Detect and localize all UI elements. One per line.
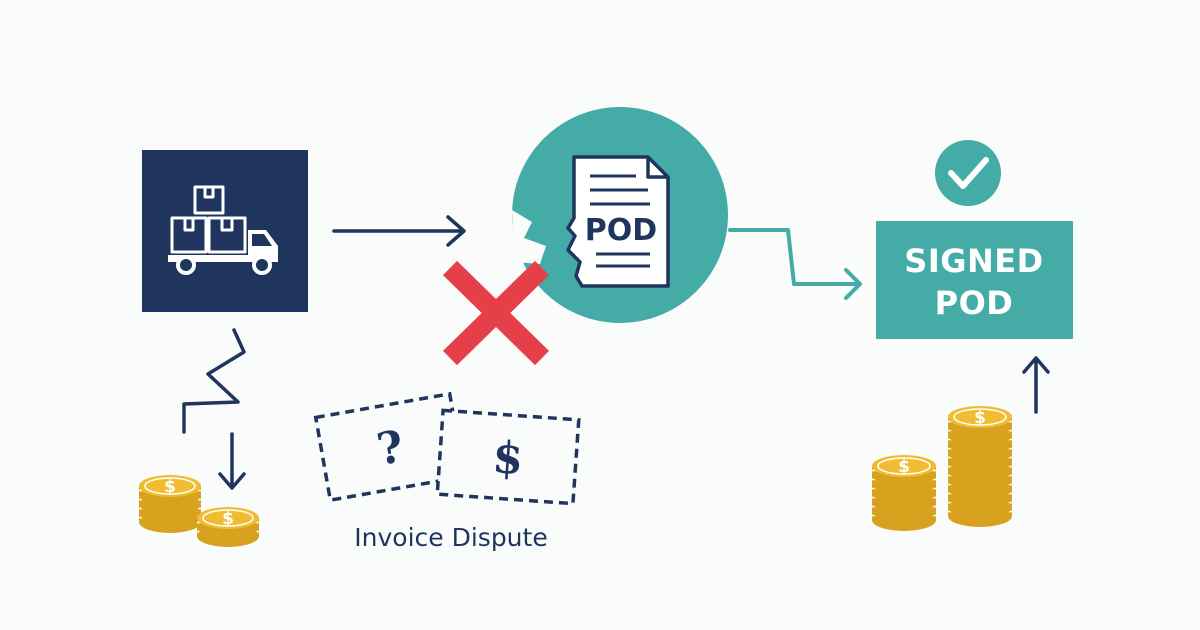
delivery-truck-box [142, 150, 308, 312]
coin-dollar-sign: $ [222, 509, 234, 529]
arrow-to-pod [332, 215, 466, 247]
checkmark-badge [935, 140, 1001, 206]
arrow-to-signed-pod [728, 228, 862, 300]
signed-pod-box: SIGNED POD [876, 140, 1073, 339]
question-bill-icon: ? [313, 391, 467, 503]
coin-stack-small-left: $$ [139, 475, 259, 547]
coin-stack-icon: $ [197, 507, 259, 547]
coin-stack-icon: $ [948, 406, 1012, 527]
coin-dollar-sign: $ [974, 408, 986, 428]
pod-document-circle: POD [512, 107, 728, 323]
dollar-bill-icon: $ [435, 408, 581, 506]
coin-stack-icon: $ [139, 475, 201, 533]
signed-label-line1: SIGNED [904, 242, 1043, 280]
coin-stack-icon: $ [872, 455, 936, 531]
down-arrow-left [218, 432, 246, 490]
pod-label: POD [585, 213, 657, 248]
delivery-truck-icon [168, 185, 278, 275]
cross-icon [443, 260, 549, 366]
document-icon: POD [566, 155, 670, 288]
checkmark-icon [948, 157, 989, 189]
bill-dollar-sign: $ [491, 432, 525, 485]
coin-dollar-sign: $ [164, 477, 176, 497]
broken-flow-line [182, 328, 246, 434]
invoice-dispute-group: ? $ Invoice Dispute [313, 391, 581, 552]
coin-dollar-sign: $ [898, 457, 910, 477]
up-arrow-right [1022, 356, 1050, 414]
signed-label-line2: POD [935, 284, 1014, 322]
invoice-dispute-caption: Invoice Dispute [354, 523, 547, 552]
coin-stack-large-right: $$ [872, 406, 1012, 531]
